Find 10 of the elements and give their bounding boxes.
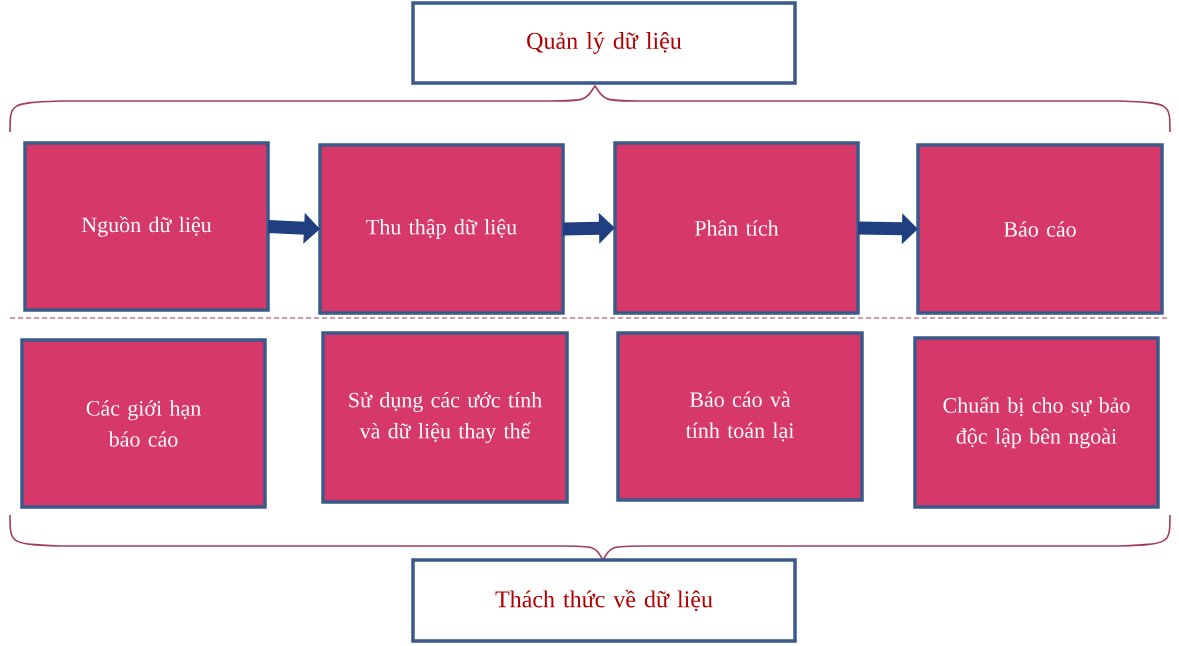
process-box: Nguồn dữ liệu	[23, 141, 270, 312]
process-box: Phân tích	[613, 141, 860, 315]
process-box: Báo cáo	[916, 143, 1164, 315]
process-box: Các giới hạn báo cáo	[20, 338, 267, 509]
process-box: Chuẩn bị cho sự bảo độc lập bên ngoài	[913, 336, 1160, 509]
heading-box: Quản lý dữ liệu	[411, 1, 797, 85]
heading-box: Thách thức về dữ liệu	[411, 558, 797, 643]
process-box: Thu thập dữ liệu	[318, 143, 565, 315]
process-box: Báo cáo và tính toán lại	[616, 331, 864, 502]
process-box: Sử dụng các ước tính và dữ liệu thay thế	[321, 331, 569, 504]
